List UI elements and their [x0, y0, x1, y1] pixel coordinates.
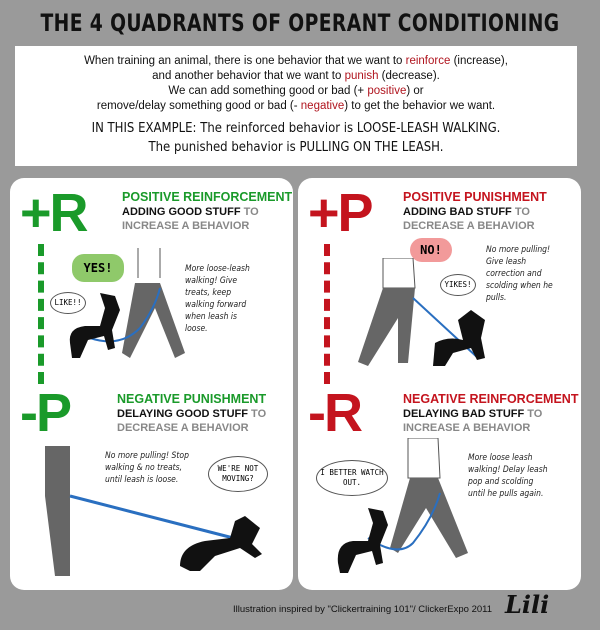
correction-illustration [358, 258, 485, 366]
dashed-divider [38, 244, 44, 384]
dashed-divider [324, 244, 330, 384]
intro-text: and another behavior that we want to [152, 70, 345, 82]
intro-highlight: punish [344, 70, 379, 82]
quadrant-symbol: +R [20, 183, 89, 243]
example-punished: The punished behavior is PULLING ON THE … [148, 140, 444, 155]
intro-text: We can add something good or bad (+ [168, 85, 368, 97]
thought-cloud: LIKE!! [50, 292, 86, 314]
intro-text: remove/delay something good or bad (- [96, 100, 301, 112]
signature: Lili [505, 590, 550, 619]
walking-illustration [337, 438, 468, 573]
dog [337, 508, 388, 573]
person-legs [122, 283, 185, 358]
intro-text: (decrease). [378, 70, 440, 82]
example-reinforced: IN THIS EXAMPLE: The reinforced behavior… [91, 121, 501, 136]
quadrant-heading: POSITIVE REINFORCEMENT ADDING GOOD STUFF… [122, 190, 292, 233]
leash [69, 494, 246, 543]
quadrant-note: No more pulling! Give leash correction a… [486, 245, 553, 303]
dog [180, 516, 262, 571]
quadrant-note: More loose-leash walking! Give treats, k… [185, 264, 250, 334]
person-torso [382, 258, 416, 289]
quadrant-goal: DECREASE A BEHAVIOR [117, 422, 249, 434]
quadrant-action: ADDING GOOD STUFF [122, 206, 241, 218]
intro-text: (increase), [450, 55, 508, 67]
leash [367, 492, 441, 551]
quadrant-action: DELAYING GOOD STUFF [117, 408, 248, 420]
quadrant-goal: INCREASE A BEHAVIOR [403, 422, 531, 434]
panel-green: +R POSITIVE REINFORCEMENT ADDING GOOD ST… [10, 178, 293, 590]
quadrant-to: TO [524, 408, 543, 420]
quadrant-title: NEGATIVE REINFORCEMENT [403, 392, 579, 406]
page-title: THE 4 QUADRANTS OF OPERANT CONDITIONING [40, 9, 560, 37]
person-legs [390, 478, 468, 558]
quadrant-title: POSITIVE REINFORCEMENT [122, 190, 293, 204]
intro-text: ) to get the behavior we want. [344, 100, 496, 112]
quadrant-title: NEGATIVE PUNISHMENT [117, 392, 267, 406]
intro-highlight: negative [300, 100, 345, 112]
quadrant-heading: NEGATIVE PUNISHMENT DELAYING GOOD STUFF … [117, 392, 266, 435]
quadrant-symbol: -P [20, 383, 72, 443]
person-torso [407, 438, 441, 479]
person-legs [45, 446, 70, 576]
speech-bubble: YES! [72, 254, 124, 282]
quadrant-title: POSITIVE PUNISHMENT [403, 190, 547, 204]
person-legs [358, 288, 415, 366]
intro-highlight: reinforce [405, 55, 451, 67]
quadrant-to: TO [248, 408, 267, 420]
quadrant-to: TO [511, 206, 530, 218]
speech-bubble: NO! [410, 238, 452, 262]
quadrant-to: TO [240, 206, 259, 218]
intro-text: When training an animal, there is one be… [84, 55, 406, 67]
quadrant-action: DELAYING BAD STUFF [403, 408, 525, 420]
quadrant-heading: NEGATIVE REINFORCEMENT DELAYING BAD STUF… [403, 392, 578, 435]
quadrant-note: No more pulling! Stop walking & no treat… [105, 451, 189, 485]
quadrant-heading: POSITIVE PUNISHMENT ADDING BAD STUFF TO … [403, 190, 547, 233]
person-arm [137, 248, 161, 278]
credit-footer: Illustration inspired by "Clickertrainin… [233, 604, 492, 615]
intro-box: When training an animal, there is one be… [15, 46, 577, 166]
quadrant-symbol: -R [308, 383, 363, 443]
walking-illustration [69, 248, 185, 358]
thought-cloud: I BETTER WATCH OUT. [316, 460, 388, 496]
intro-highlight: positive [367, 85, 407, 97]
panel-red: +P POSITIVE PUNISHMENT ADDING BAD STUFF … [298, 178, 581, 590]
quadrant-note: More loose leash walking! Delay leash po… [468, 453, 548, 499]
stopped-illustration [45, 446, 262, 576]
quadrant-action: ADDING BAD STUFF [403, 206, 512, 218]
dog [69, 293, 120, 358]
quadrant-goal: DECREASE A BEHAVIOR [403, 220, 535, 232]
quadrant-goal: INCREASE A BEHAVIOR [122, 220, 250, 232]
thought-cloud: WE'RE NOT MOVING? [208, 456, 268, 492]
thought-cloud: YIKES! [440, 274, 476, 296]
quadrant-symbol: +P [308, 183, 374, 243]
intro-text: ) or [406, 85, 424, 97]
dog [433, 310, 485, 366]
